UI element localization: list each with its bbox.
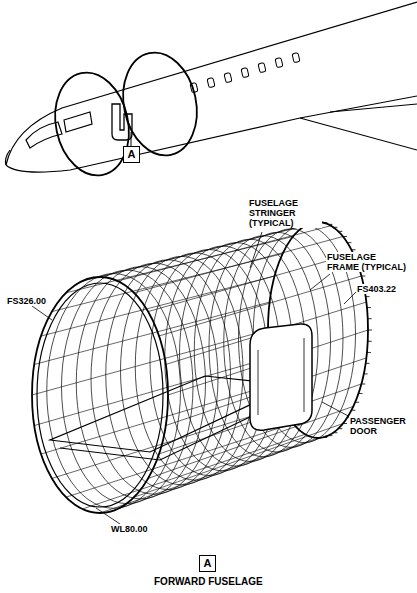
callout-box: A [123, 146, 140, 163]
part-label: FUSELAGE FRAME (TYPICAL) [326, 252, 408, 272]
part-label: FUSELAGE STRINGER (TYPICAL) [248, 198, 322, 228]
detail-region [46, 46, 206, 183]
leader-lines [32, 232, 356, 524]
passenger-door-opening [250, 324, 312, 430]
fuselage-structure [32, 222, 372, 513]
callout-box: A [199, 555, 216, 572]
callout-letter: A [204, 558, 212, 569]
aircraft-sketch [6, 2, 417, 172]
part-label: FS326.00 [6, 296, 47, 306]
figure-caption: FORWARD FUSELAGE [154, 576, 263, 587]
part-label: PASSENGER DOOR [349, 416, 413, 436]
window-row [190, 53, 300, 93]
part-label: WL80.00 [110, 524, 149, 534]
callout-letter: A [128, 149, 136, 160]
part-label: FS403.22 [356, 284, 397, 294]
